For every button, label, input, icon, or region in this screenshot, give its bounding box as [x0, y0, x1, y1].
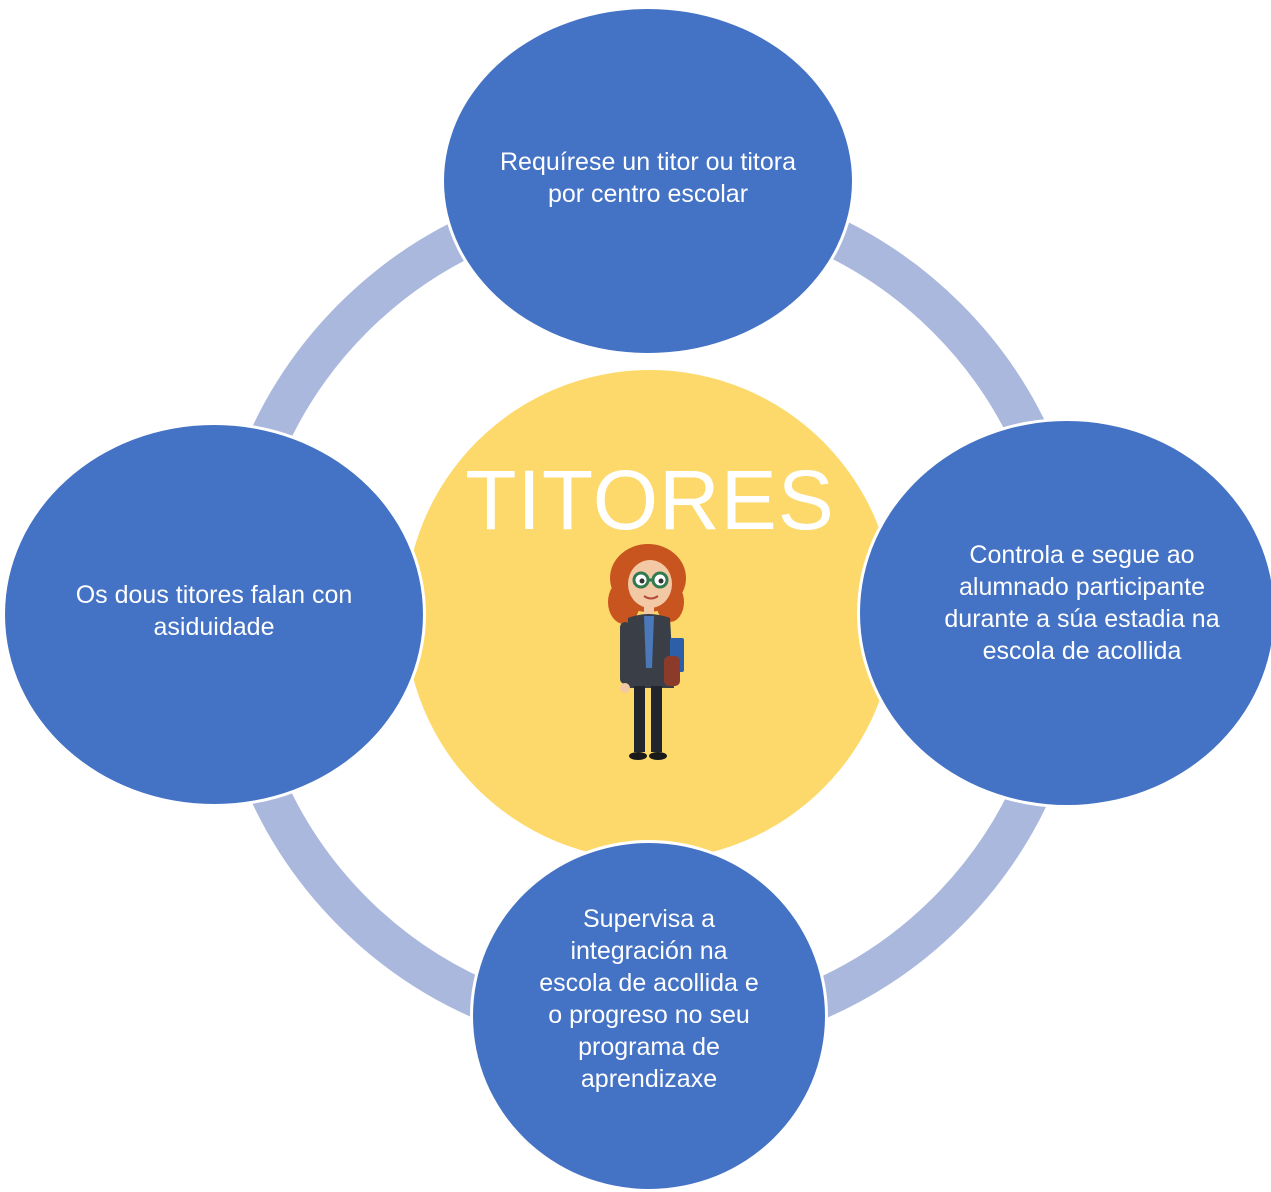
node-bottom: Supervisa a integración na escola de aco…	[470, 840, 828, 1192]
node-right: Controla e segue ao alumnado participant…	[857, 418, 1271, 808]
teacher-illustration-icon	[608, 544, 686, 760]
center-title: TITORES	[465, 453, 835, 547]
node-top: Requírese un titor ou titora por centro …	[441, 6, 855, 356]
node-top-label: Requírese un titor ou titora por centro …	[500, 148, 796, 208]
node-right-label: Controla e segue ao alumnado participant…	[944, 541, 1220, 665]
node-left: Os dous titores falan con asiduidade	[2, 422, 426, 807]
node-bottom-label: Supervisa a integración na escola de aco…	[539, 905, 759, 1093]
node-left-label: Os dous titores falan con asiduidade	[75, 580, 353, 641]
